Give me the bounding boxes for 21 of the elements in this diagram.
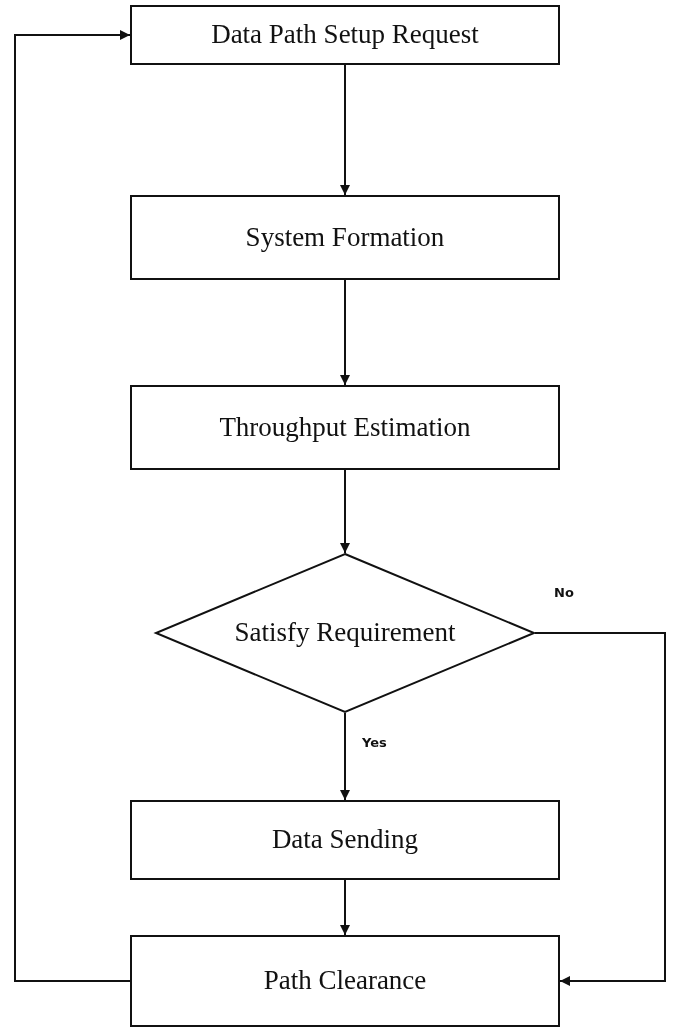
- decision-diamond: [155, 553, 535, 713]
- arrow: [340, 64, 350, 196]
- process-box: [130, 5, 560, 65]
- box-label: Path Clearance: [262, 965, 428, 997]
- arrow: [340, 879, 350, 936]
- arrow: [14, 30, 131, 982]
- arrow: [340, 279, 350, 386]
- box-label: Throughput Estimation: [218, 411, 472, 443]
- arrow: [340, 469, 350, 554]
- box-label: System Formation: [244, 221, 446, 253]
- arrow: [340, 712, 350, 801]
- process-box: [130, 195, 560, 280]
- box-label: Data Path Setup Request: [210, 19, 480, 51]
- process-box: [130, 385, 560, 470]
- process-box: [130, 800, 560, 880]
- edge-label: No: [552, 585, 576, 600]
- edge-label: Yes: [360, 735, 389, 750]
- box-label: Data Sending: [270, 824, 420, 856]
- arrow: [534, 632, 666, 986]
- process-box: [130, 935, 560, 1027]
- box-label: Satisfy Requirement: [233, 617, 457, 649]
